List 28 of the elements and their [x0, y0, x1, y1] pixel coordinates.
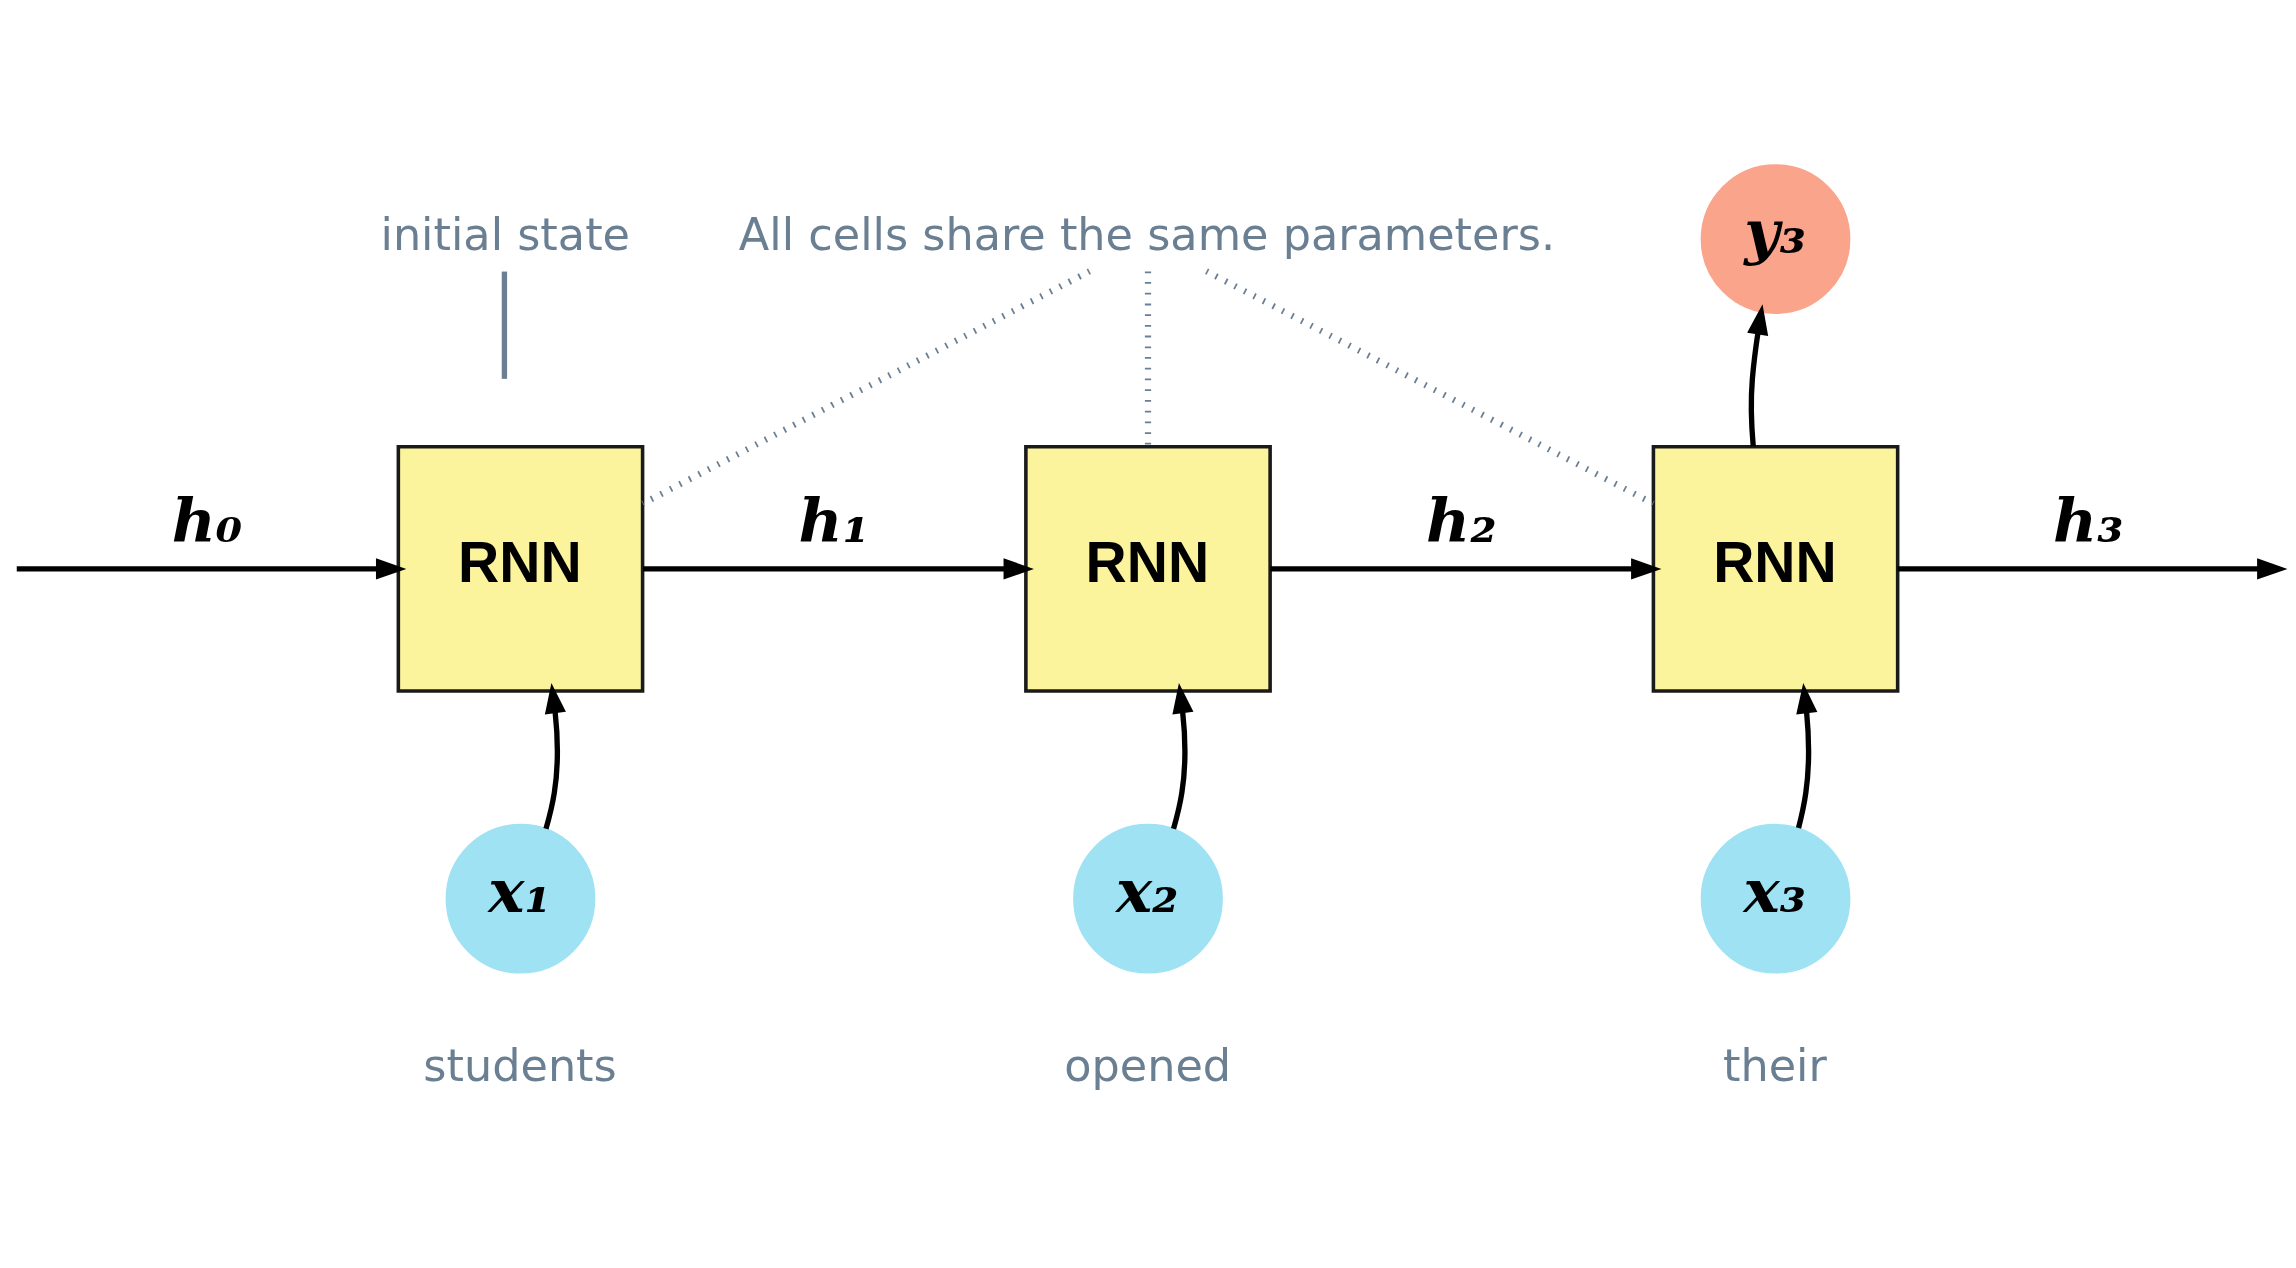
arrow: [543, 683, 566, 830]
node-circle: y₃: [1700, 164, 1851, 314]
node-box: RNN: [396, 445, 645, 693]
node-circle: x₂: [1073, 823, 1223, 974]
node-label: their: [1722, 1040, 1827, 1093]
arrow: [642, 558, 1034, 580]
arrow: [1170, 683, 1194, 830]
connector: [1144, 271, 1152, 447]
node-label: opened: [1064, 1040, 1232, 1093]
arrow: [1795, 683, 1818, 829]
edge-label: h₀: [171, 484, 243, 556]
node-circle: x₃: [1700, 823, 1851, 974]
node-text: All cells share the same parameters.: [738, 208, 1556, 261]
edge-label: h₃: [2052, 484, 2124, 556]
node-label: students: [423, 1040, 617, 1093]
edge-label: h₁: [798, 484, 870, 556]
arrow: [1747, 304, 1769, 447]
connector: [641, 268, 1091, 507]
arrow: [16, 558, 407, 580]
arrow: [1270, 558, 1662, 580]
connector: [501, 271, 508, 379]
node-text: initial state: [380, 208, 631, 261]
node-box: RNN: [1651, 445, 1900, 693]
connector: [1205, 268, 1655, 507]
arrow: [1897, 558, 2288, 580]
edge-label: h₂: [1426, 484, 1497, 556]
node-box: RNN: [1024, 445, 1272, 693]
node-circle: x₁: [445, 823, 596, 974]
